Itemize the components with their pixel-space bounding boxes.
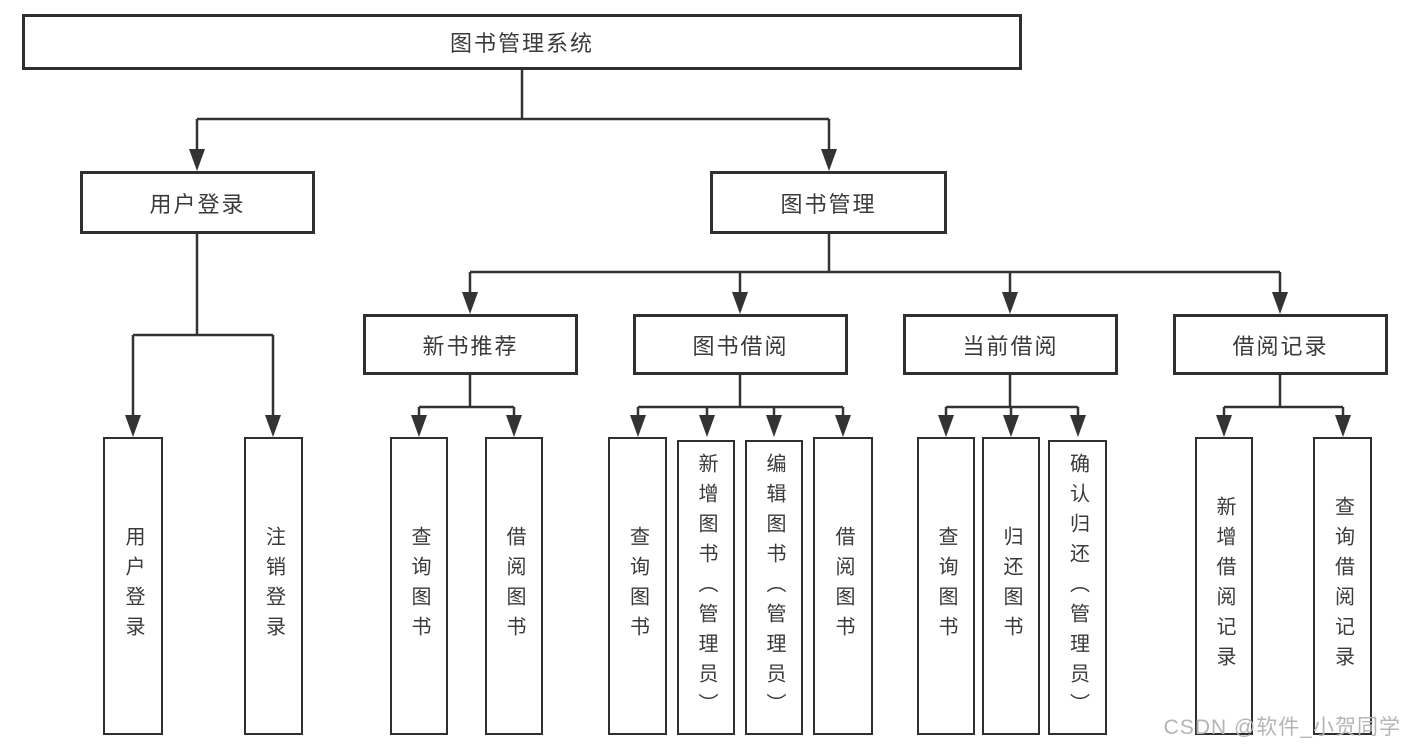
leaf-label: 借阅图书 <box>503 526 525 646</box>
node-new-book-recommend-label: 新书推荐 <box>422 333 519 359</box>
watermark: CSDN @软件_小贺同学 <box>1163 716 1401 739</box>
leaf-label: 查询图书 <box>935 526 957 646</box>
leaf-confirm-return-admin: 确认归还（管理员） <box>1048 440 1107 735</box>
node-new-book-recommend: 新书推荐 <box>363 314 578 375</box>
leaf-query-books-1: 查询图书 <box>390 437 448 735</box>
node-root-label: 图书管理系统 <box>449 31 594 56</box>
leaf-query-borrow-record: 查询借阅记录 <box>1313 437 1372 735</box>
node-current-borrow-label: 当前借阅 <box>962 333 1059 359</box>
leaf-label: 借阅图书 <box>832 526 854 646</box>
leaf-query-books-2: 查询图书 <box>608 437 667 735</box>
leaf-edit-book-admin: 编辑图书（管理员） <box>745 440 803 735</box>
leaf-user-login: 用户登录 <box>103 437 163 735</box>
leaf-add-book-admin: 新增图书（管理员） <box>677 440 735 735</box>
node-book-borrow: 图书借阅 <box>633 314 848 375</box>
leaf-label: 用户登录 <box>122 526 144 646</box>
node-current-borrow: 当前借阅 <box>903 314 1118 375</box>
node-borrow-records-label: 借阅记录 <box>1232 333 1329 359</box>
leaf-label: 新增图书（管理员） <box>695 452 717 723</box>
connector-bookmgmt-to-level3 <box>462 234 1288 314</box>
leaf-label: 确认归还（管理员） <box>1066 452 1089 723</box>
leaf-label: 新增借阅记录 <box>1213 496 1235 676</box>
leaf-borrow-books-1: 借阅图书 <box>485 437 543 735</box>
leaf-label: 查询借阅记录 <box>1331 496 1354 676</box>
leaf-add-borrow-record: 新增借阅记录 <box>1195 437 1253 735</box>
connector-borrow-to-leaves <box>630 375 851 437</box>
leaf-label: 编辑图书（管理员） <box>763 452 785 723</box>
connector-records-to-leaves <box>1216 375 1351 437</box>
connector-root-to-level2 <box>189 70 837 171</box>
node-user-login: 用户登录 <box>80 171 315 234</box>
connector-userlogin-to-leaves <box>125 234 281 437</box>
leaf-return-book: 归还图书 <box>982 437 1040 735</box>
leaf-logout: 注销登录 <box>244 437 303 735</box>
connector-newbooks-to-leaves <box>411 375 522 437</box>
connector-current-to-leaves <box>938 375 1086 437</box>
leaf-label: 查询图书 <box>626 526 649 646</box>
node-book-management: 图书管理 <box>710 171 947 234</box>
node-user-login-label: 用户登录 <box>149 191 246 217</box>
leaf-query-books-3: 查询图书 <box>917 437 975 735</box>
leaf-label: 归还图书 <box>1000 526 1022 646</box>
leaf-label: 查询图书 <box>408 526 430 646</box>
leaf-label: 注销登录 <box>262 526 285 646</box>
node-borrow-records: 借阅记录 <box>1173 314 1388 375</box>
leaf-borrow-books-2: 借阅图书 <box>813 437 873 735</box>
node-book-management-label: 图书管理 <box>780 191 877 217</box>
node-book-borrow-label: 图书借阅 <box>692 333 789 359</box>
node-root: 图书管理系统 <box>22 14 1022 70</box>
